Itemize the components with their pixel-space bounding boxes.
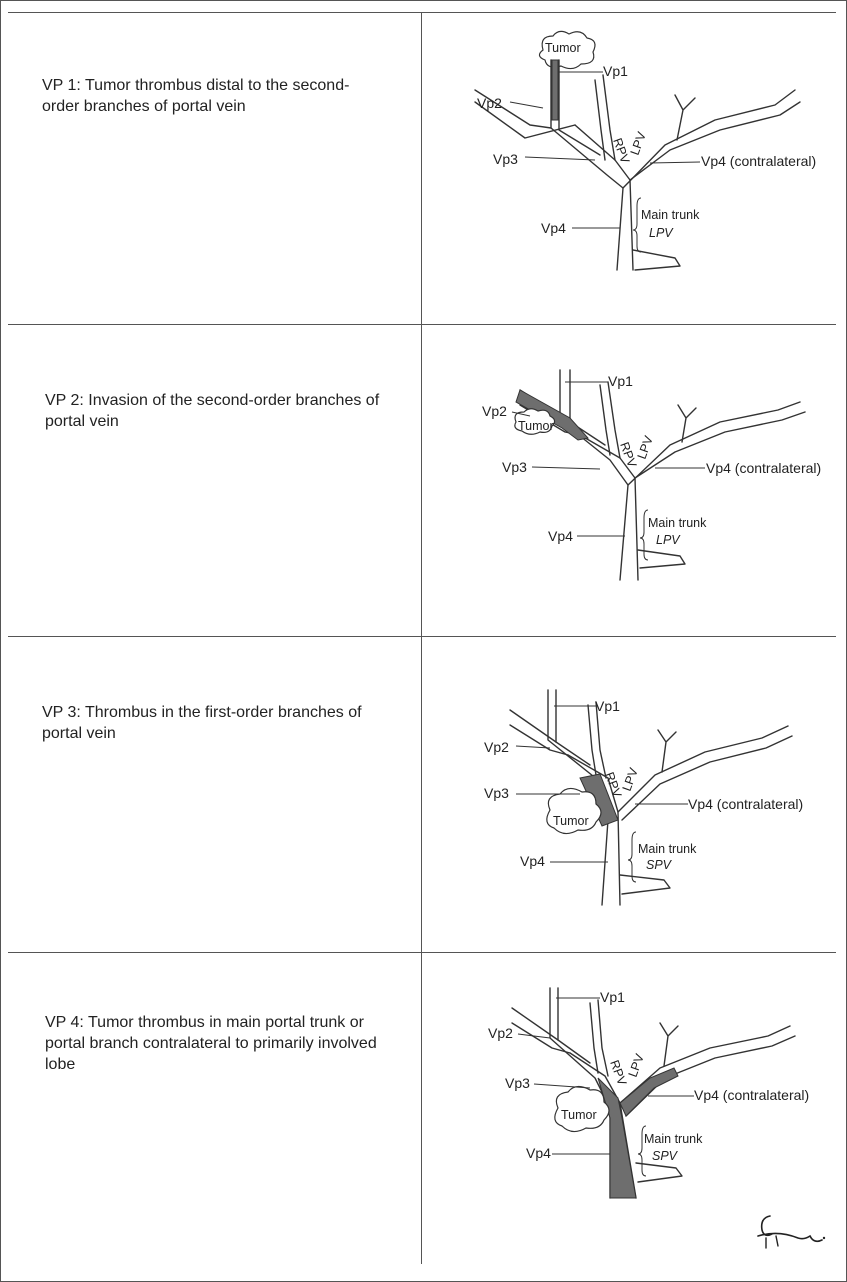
tumor-label: Tumor — [553, 814, 589, 828]
portal-vein-diagram-vp3: Tumor Vp1 Vp2 Vp3 Vp4 Vp4 (contralateral… — [450, 680, 840, 920]
row-1-description: VP 1: Tumor thrombus distal to the secon… — [42, 75, 382, 117]
bottom-branch-label: SPV — [646, 858, 673, 872]
vein-outline — [590, 1003, 598, 1073]
lpv-label: LPV — [626, 1051, 647, 1079]
vp3-label: Vp3 — [502, 459, 527, 475]
description-text: VP 3: Thrombus in the first-order branch… — [42, 702, 382, 744]
vp4-contralateral-label: Vp4 (contralateral) — [701, 153, 816, 169]
lpv-label: LPV — [620, 765, 641, 793]
row-4-description: VP 4: Tumor thrombus in main portal trun… — [45, 1012, 385, 1075]
brace — [640, 510, 648, 560]
brace — [628, 832, 636, 882]
vein-outline — [551, 60, 623, 270]
leader-line — [525, 157, 595, 160]
row-2-description: VP 2: Invasion of the second-order branc… — [45, 390, 385, 432]
row-1-diagram: Tumor Vp1 Vp2 Vp3 Vp4 Vp4 (contralateral… — [455, 30, 845, 280]
vp4-contralateral-label: Vp4 (contralateral) — [706, 460, 821, 476]
leader-line — [650, 162, 700, 163]
vein-outline — [633, 250, 680, 270]
vp3-label: Vp3 — [484, 785, 509, 801]
lpv-label: LPV — [628, 129, 649, 157]
table-top-border — [8, 12, 836, 13]
main-trunk-label: Main trunk — [648, 516, 707, 530]
thrombus — [552, 60, 558, 120]
vp4-contralateral-label: Vp4 (contralateral) — [694, 1087, 809, 1103]
bottom-branch-label: LPV — [656, 533, 681, 547]
vp4-contralateral-label: Vp4 (contralateral) — [688, 796, 803, 812]
vein-outline — [675, 95, 695, 140]
portal-vein-diagram-vp1: Tumor Vp1 Vp2 Vp3 Vp4 Vp4 (contralateral… — [455, 30, 845, 280]
vp3-label: Vp3 — [505, 1075, 530, 1091]
signature-mark — [752, 1208, 832, 1258]
row-2-diagram: Tumor Vp1 Vp2 Vp3 Vp4 Vp4 (contralateral… — [460, 360, 847, 600]
vp2-label: Vp2 — [488, 1025, 513, 1041]
vein-outline — [558, 988, 590, 1063]
brace — [633, 198, 641, 252]
column-divider — [421, 12, 422, 1264]
vp4-label: Vp4 — [548, 528, 573, 544]
description-text: VP 1: Tumor thrombus distal to the secon… — [42, 75, 382, 117]
vp4-label: Vp4 — [520, 853, 545, 869]
row-divider — [8, 636, 836, 637]
vp4-label: Vp4 — [526, 1145, 551, 1161]
vp2-label: Vp2 — [484, 739, 509, 755]
vp2-label: Vp2 — [477, 95, 502, 111]
row-4-diagram: Tumor Vp1 Vp2 Vp3 Vp4 Vp4 (contralateral… — [450, 978, 840, 1218]
leader-line — [510, 102, 543, 108]
vein-outline — [512, 1008, 558, 1040]
tumor-label: Tumor — [545, 41, 581, 55]
description-text: VP 4: Tumor thrombus in main portal trun… — [45, 1012, 385, 1075]
portal-vein-diagram-vp4: Tumor Vp1 Vp2 Vp3 Vp4 Vp4 (contralateral… — [450, 978, 840, 1218]
row-3-diagram: Tumor Vp1 Vp2 Vp3 Vp4 Vp4 (contralateral… — [450, 680, 840, 920]
vein-outline — [623, 90, 795, 188]
lpv-label: LPV — [635, 433, 656, 461]
tumor-label: Tumor — [561, 1108, 597, 1122]
vein-outline — [598, 1000, 608, 1076]
vp1-label: Vp1 — [603, 63, 628, 79]
main-trunk-label: Main trunk — [638, 842, 697, 856]
vein-outline — [620, 875, 670, 894]
vein-outline — [658, 730, 676, 772]
description-text: VP 2: Invasion of the second-order branc… — [45, 390, 385, 432]
vein-outline — [595, 80, 605, 160]
bottom-branch-label: LPV — [649, 226, 674, 240]
vp4-label: Vp4 — [541, 220, 566, 236]
vein-outline — [510, 710, 556, 742]
leader-line — [534, 1084, 590, 1088]
vp1-label: Vp1 — [608, 373, 633, 389]
tumor-label: Tumor — [518, 419, 554, 433]
vein-outline — [660, 1023, 678, 1066]
vp1-label: Vp1 — [600, 989, 625, 1005]
row-3-description: VP 3: Thrombus in the first-order branch… — [42, 702, 382, 744]
row-divider — [8, 324, 836, 325]
main-trunk-label: Main trunk — [644, 1132, 703, 1146]
main-trunk-label: Main trunk — [641, 208, 700, 222]
portal-vein-diagram-vp2: Tumor Vp1 Vp2 Vp3 Vp4 Vp4 (contralateral… — [460, 360, 847, 600]
vp2-label: Vp2 — [482, 403, 507, 419]
vp1-label: Vp1 — [595, 698, 620, 714]
bottom-branch-label: SPV — [652, 1149, 679, 1163]
row-divider — [8, 952, 836, 953]
vp3-label: Vp3 — [493, 151, 518, 167]
vein-outline — [636, 1163, 682, 1182]
leader-line — [532, 467, 600, 469]
